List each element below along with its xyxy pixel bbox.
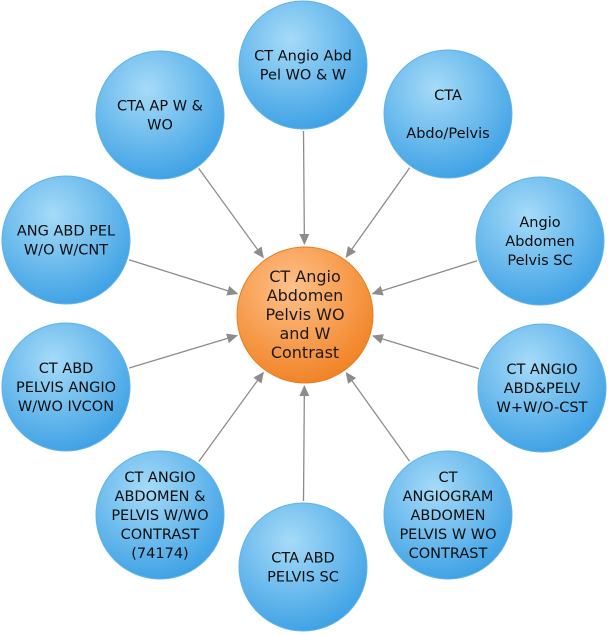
arrow-top (299, 130, 310, 245)
node-label: CONTRAST (409, 546, 488, 562)
node-label: PELVIS ANGIO (16, 380, 116, 396)
node-circle (238, 0, 368, 130)
node-label: CTA (434, 88, 462, 104)
node-label: ABD&PELV (504, 381, 581, 397)
node-label: W/WO IVCON (18, 399, 114, 415)
node-label: ABDOMEN (411, 508, 486, 524)
node-circle (238, 502, 368, 632)
center-label: Abdomen (267, 286, 344, 305)
arrow-right-lower (371, 334, 480, 370)
connector-arrows (128, 130, 480, 502)
node-label: Abdomen (505, 234, 574, 250)
arrow-bottom-right (345, 371, 411, 462)
node-label: Abdo/Pelvis (406, 126, 489, 142)
arrow-top-right (345, 167, 411, 258)
node-right-lower: CT ANGIO ABD&PELV W+W/O-CST (477, 323, 607, 453)
node-label: PELVIS W WO (399, 527, 496, 543)
arrow-right-upper (371, 260, 478, 296)
center-label: CT Angio (269, 267, 341, 286)
node-bottom-right: CT ANGIOGRAM ABDOMEN PELVIS W WO CONTRAST (383, 450, 513, 580)
node-circle (1, 175, 131, 305)
node-label: PELVIS W/WO (111, 508, 208, 524)
center-label: and W (279, 324, 330, 343)
node-top-left: CTA AP W & WO (95, 50, 225, 180)
node-label: CTA ABD (271, 551, 334, 567)
arrow-bottom (299, 385, 310, 502)
arrow-left-upper (128, 259, 239, 296)
node-label: Pelvis SC (507, 253, 572, 269)
node-left-lower: CT ABD PELVIS ANGIO W/WO IVCON (1, 322, 131, 452)
node-label: CT (439, 470, 458, 486)
center-circle (236, 246, 374, 384)
arrow-bottom-left (198, 371, 264, 462)
node-label: CT ABD (39, 361, 94, 377)
node-circle (477, 323, 607, 453)
node-circle (383, 49, 513, 179)
node-label: (74174) (131, 546, 188, 562)
node-bottom: CTA ABD PELVIS SC (238, 502, 368, 632)
arrow-top-left (198, 168, 264, 259)
node-label: CT Angio Abd (254, 49, 352, 65)
node-circle (1, 322, 131, 452)
node-label: Pel WO & W (260, 68, 346, 84)
node-circle (475, 176, 605, 306)
node-label: ABDOMEN & (115, 489, 206, 505)
node-circle (95, 50, 225, 180)
node-top-right: CTA Abdo/Pelvis (383, 49, 513, 179)
node-label: W/O W/CNT (24, 243, 108, 259)
center-label: Contrast (271, 343, 339, 362)
node-label: CT ANGIO (124, 470, 195, 486)
node-label: W+W/O-CST (497, 400, 588, 416)
node-label: CONTRAST (121, 527, 200, 543)
node-bottom-left: CT ANGIO ABDOMEN & PELVIS W/WO CONTRAST (741… (95, 450, 225, 580)
node-circle (383, 450, 513, 580)
node-label: CT ANGIO (506, 362, 577, 378)
node-label: CTA AP W & (117, 99, 203, 115)
node-label: Angio (519, 215, 560, 231)
node-label: ANGIOGRAM (403, 489, 494, 505)
node-label: ANG ABD PEL (17, 224, 115, 240)
node-label: PELVIS SC (267, 570, 339, 586)
center-label: Pelvis WO (265, 305, 344, 324)
arrow-left-lower (129, 333, 238, 369)
node-label: WO (147, 118, 173, 134)
node-circle (95, 450, 225, 580)
node-left-upper: ANG ABD PEL W/O W/CNT (1, 175, 131, 305)
